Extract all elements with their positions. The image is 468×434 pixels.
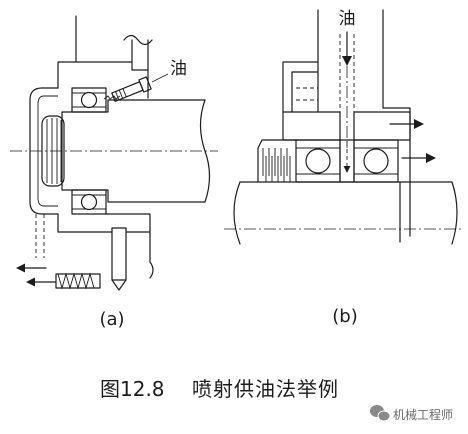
oil-label-b: 油 <box>339 9 356 29</box>
leader-line-a <box>151 73 169 83</box>
oil-label-a: 油 <box>170 59 187 79</box>
shaft-break-line <box>199 99 211 203</box>
oil-inlet-arrow <box>342 31 352 66</box>
wechat-icon <box>370 405 391 422</box>
drain-pipe <box>111 227 127 291</box>
shaft-b <box>233 181 458 245</box>
drain-passage <box>35 214 45 258</box>
oil-channel-inner <box>339 34 355 112</box>
caption-title: 喷射供油法举例 <box>192 377 339 401</box>
drain-arrow-upper <box>16 263 47 273</box>
panel-label-b: (b) <box>332 306 357 327</box>
ball <box>80 91 98 109</box>
drain-fitting <box>55 272 101 290</box>
outflow-arrow-lower <box>401 153 436 163</box>
shaft-a <box>61 99 211 203</box>
lock-nut <box>41 115 65 187</box>
figure-caption: 图12.8 喷射供油法举例 <box>100 377 339 401</box>
left-end-cover <box>29 87 59 215</box>
housing-right-b <box>382 107 411 237</box>
labyrinth-seal <box>257 139 297 183</box>
watermark-text: 机械工程师 <box>393 407 453 422</box>
panel-b-diagram: 油 <box>224 9 462 327</box>
drain-arrow-lower <box>26 277 57 287</box>
ball <box>363 148 389 174</box>
outflow-arrow-upper <box>389 119 424 129</box>
oil-spray-lines <box>103 95 121 100</box>
bearing-left-b <box>295 139 341 183</box>
watermark: 机械工程师 <box>370 405 453 422</box>
ball <box>305 148 331 174</box>
oil-channel-walls <box>317 9 384 113</box>
housing-break-line <box>123 34 153 46</box>
caption-number: 图12.8 <box>100 377 165 401</box>
housing-left-b <box>282 61 319 113</box>
panel-label-a: (a) <box>99 309 124 330</box>
housing-upper-a <box>57 15 149 99</box>
bearing-lower-a <box>71 189 107 215</box>
housing-lower-a <box>57 213 154 279</box>
bearing-right-b <box>353 139 399 183</box>
panel-a-diagram: 油 (a) <box>10 15 218 330</box>
housing-hatch-b <box>282 111 411 141</box>
oil-nozzle <box>103 76 152 102</box>
ball <box>80 193 98 211</box>
left-end-cover-inner <box>37 95 58 207</box>
bearing-upper-a <box>71 87 107 113</box>
housing-hidden-lines <box>296 87 318 101</box>
